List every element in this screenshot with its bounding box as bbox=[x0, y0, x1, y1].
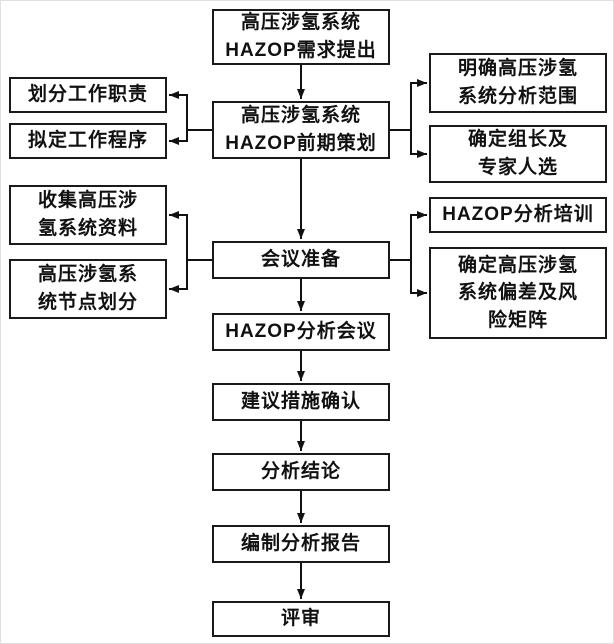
connector-to-risk-matrix bbox=[410, 260, 427, 297]
node-hazop-requirement: 高压涉氢系统 HAZOP需求提出 bbox=[212, 9, 390, 65]
node-work-procedures: 拟定工作程序 bbox=[9, 123, 167, 159]
node-work-responsibilities: 划分工作职责 bbox=[9, 77, 167, 113]
connector-to-scope bbox=[410, 79, 427, 130]
node-hazop-analysis-meeting: HAZOP分析会议 bbox=[212, 313, 390, 351]
node-hazop-training: HAZOP分析培训 bbox=[429, 197, 607, 233]
connector-to-experts bbox=[410, 130, 427, 158]
connector-to-procedures bbox=[169, 130, 188, 145]
node-review: 评审 bbox=[212, 601, 390, 637]
node-measures-confirmation: 建议措施确认 bbox=[212, 383, 390, 421]
node-analysis-conclusion: 分析结论 bbox=[212, 453, 390, 491]
node-meeting-preparation: 会议准备 bbox=[212, 241, 390, 279]
connector-to-node-division bbox=[169, 260, 188, 293]
connector-to-responsibilities bbox=[169, 91, 188, 130]
connector-to-collect-data bbox=[169, 211, 188, 260]
node-node-division: 高压涉氢系 统节点划分 bbox=[9, 259, 167, 319]
node-report-compilation: 编制分析报告 bbox=[212, 525, 390, 563]
node-hazop-preplanning: 高压涉氢系统 HAZOP前期策划 bbox=[212, 101, 390, 159]
node-deviation-risk-matrix: 确定高压涉氢 系统偏差及风 险矩阵 bbox=[429, 247, 607, 339]
node-analysis-scope: 明确高压涉氢 系统分析范围 bbox=[429, 53, 607, 113]
connector-to-training bbox=[410, 211, 427, 260]
node-collect-data: 收集高压涉 氢系统资料 bbox=[9, 185, 167, 245]
node-team-leader-experts: 确定组长及 专家人选 bbox=[429, 125, 607, 183]
